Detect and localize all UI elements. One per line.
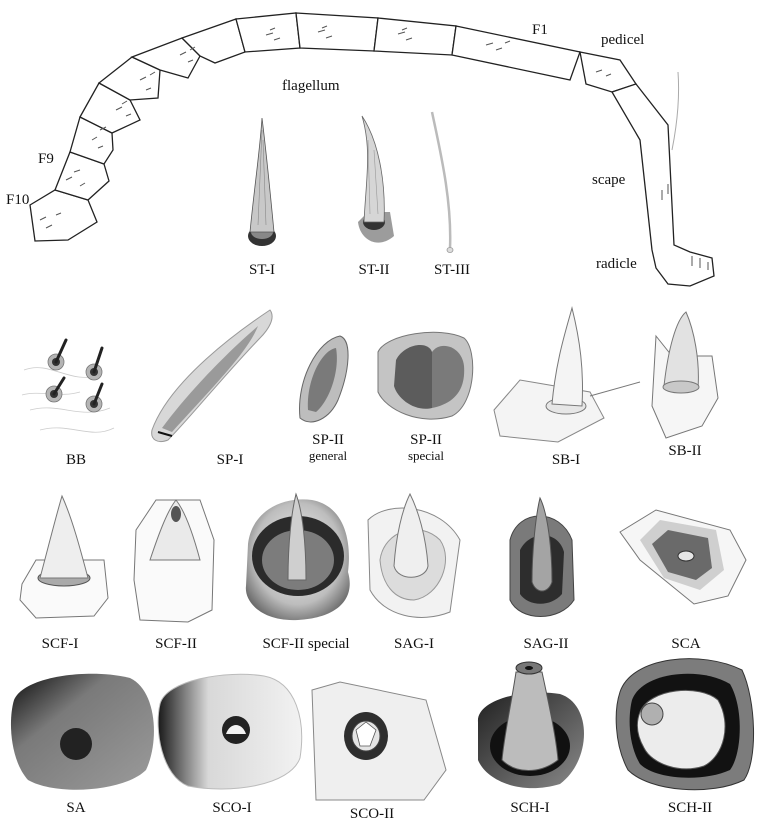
label-sb-i: SB-I: [551, 452, 581, 468]
label-sco-i: SCO-I: [212, 800, 252, 816]
label-scf-ii: SCF-II: [155, 636, 197, 652]
label-f9: F9: [38, 151, 54, 167]
label-sca: SCA: [671, 636, 701, 652]
label-f10: F10: [6, 192, 30, 208]
label-scf-i: SCF-I: [41, 636, 79, 652]
label-sag-ii: SAG-II: [523, 636, 569, 652]
antenna: [29, 12, 715, 287]
sco-ii-figure: [311, 681, 447, 801]
scf-i-figure: [19, 494, 109, 619]
sb-ii-figure: [651, 311, 719, 439]
label-sp-ii-general-line1: SP-II: [312, 432, 344, 448]
st-i-figure: [248, 117, 276, 246]
scf-ii-figure: [133, 499, 215, 623]
label-radicle: radicle: [596, 256, 637, 272]
label-f1: F1: [532, 22, 548, 38]
label-bb: BB: [65, 452, 87, 468]
label-sp-ii-general: SP-II general: [309, 432, 347, 463]
bb-figure: [21, 338, 115, 433]
label-sa: SA: [66, 800, 86, 816]
label-st-ii: ST-II: [358, 262, 390, 278]
flagellomere-f1: [451, 25, 581, 81]
label-sp-ii-special-line1: SP-II: [410, 432, 442, 448]
label-sco-ii: SCO-II: [349, 806, 395, 822]
flagellomere-f9: [54, 151, 110, 201]
scf-ii-special-figure: [245, 492, 350, 621]
st-iii-figure: [430, 111, 454, 253]
sco-i-figure: [157, 673, 303, 790]
sch-ii-figure: [615, 658, 755, 791]
flagellomere-f1-a: [373, 17, 457, 56]
label-pedicel: pedicel: [601, 32, 645, 48]
sch-i-figure: [477, 661, 584, 789]
label-st-iii: ST-III: [433, 262, 471, 278]
pedicel-segment: [579, 51, 638, 93]
label-st-i: ST-I: [248, 262, 276, 278]
sp-ii-general-figure: [299, 335, 349, 423]
flagellomere-f4: [180, 18, 246, 64]
sb-i-figure: [493, 306, 641, 443]
flagellomere-f3: [235, 12, 301, 53]
sp-i-figure: [151, 309, 273, 443]
sca-figure: [619, 509, 747, 605]
flagellomere-f2: [295, 12, 379, 52]
label-scf-ii-special: SCF-II special: [262, 636, 350, 652]
label-sch-i: SCH-I: [510, 800, 550, 816]
label-sp-i: SP-I: [216, 452, 244, 468]
label-sp-ii-general-line2: general: [308, 448, 348, 463]
flagellomere-f5: [130, 37, 201, 79]
st-ii-figure: [358, 115, 394, 243]
label-sch-ii: SCH-II: [667, 800, 713, 816]
sag-i-figure: [367, 492, 461, 618]
sag-ii-figure: [509, 496, 575, 617]
flagellomere-f6: [97, 56, 161, 101]
label-flagellum: flagellum: [282, 78, 340, 94]
sa-figure: [10, 673, 154, 790]
label-sb-ii: SB-II: [668, 443, 702, 459]
flagellomere-f7: [79, 82, 141, 134]
label-scape: scape: [592, 172, 626, 188]
label-sag-i: SAG-I: [394, 636, 434, 652]
label-sp-ii-special-line2: special: [407, 448, 445, 463]
label-sp-ii-special: SP-II special: [408, 432, 444, 463]
scape-segment: [611, 83, 715, 287]
sp-ii-special-figure: [377, 331, 474, 420]
